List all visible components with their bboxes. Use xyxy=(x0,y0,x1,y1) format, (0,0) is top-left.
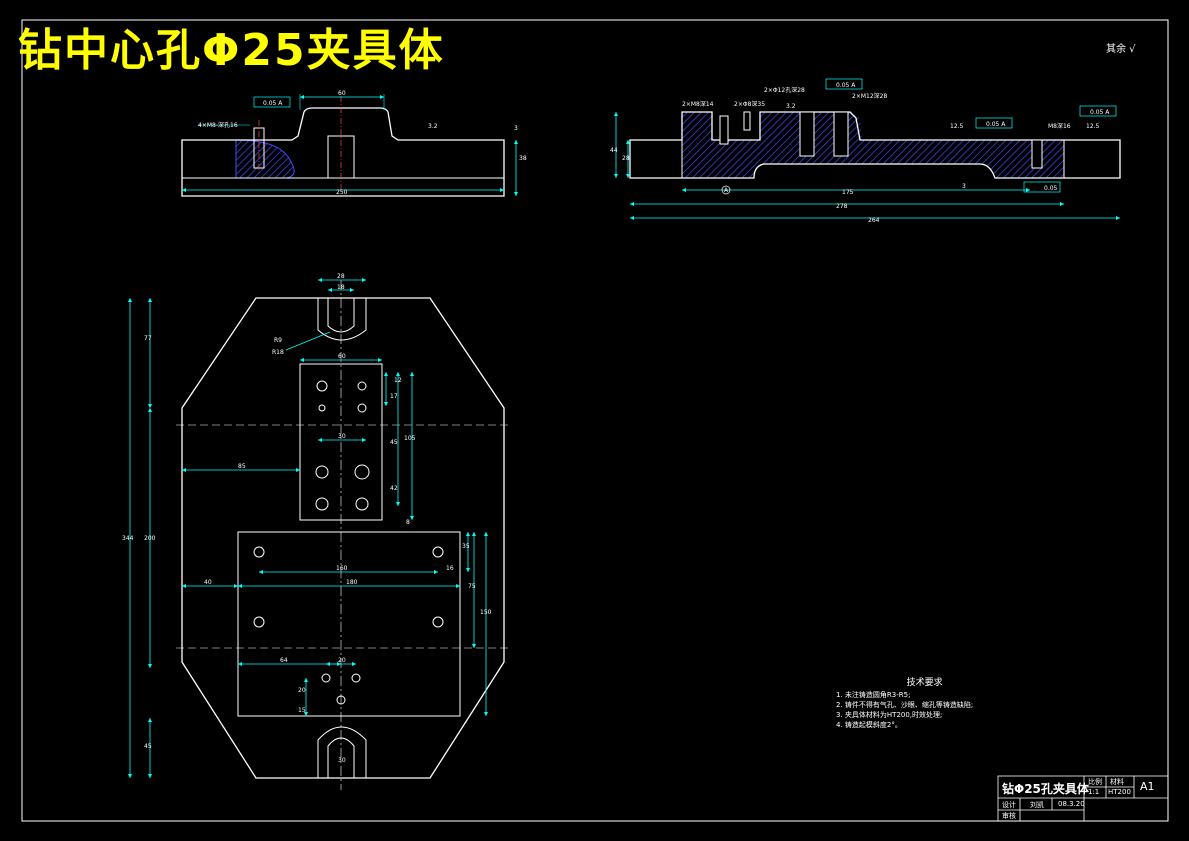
tb-sheet-size: A1 xyxy=(1140,780,1155,793)
side-flatness-2: 0.05 A xyxy=(986,121,1006,128)
plan-dim-8: 8 xyxy=(406,519,410,526)
plan-dim-77: 77 xyxy=(144,335,152,342)
side-roughness-1: 3.2 xyxy=(786,103,796,110)
side-flatness-3: 0.05 A xyxy=(1090,109,1110,116)
side-dim-278: 278 xyxy=(836,203,848,210)
tb-reviewer-label: 审核 xyxy=(1002,812,1016,820)
side-roughness-3: 12.5 xyxy=(1086,123,1100,130)
side-section-hatch xyxy=(682,112,1064,178)
tb-material-value: HT200 xyxy=(1108,788,1131,796)
plan-dim-30: 30 xyxy=(338,433,346,440)
side-holes-2: 2×Φ12孔深28 xyxy=(764,86,805,94)
side-dim-44: 44 xyxy=(610,147,618,154)
side-flatness-1: 0.05 A xyxy=(836,82,856,89)
plan-dim-60: 60 xyxy=(338,353,346,360)
upper-plate xyxy=(299,363,383,521)
plan-dim-42: 42 xyxy=(390,485,398,492)
drawing-title: 钻中心孔Φ25夹具体 xyxy=(18,25,445,76)
tb-designer-value: 刘凯 xyxy=(1030,801,1044,809)
plan-outline xyxy=(181,297,505,779)
plan-r9: R9 xyxy=(274,337,282,344)
top-slot xyxy=(317,298,367,341)
plan-dim-12: 12 xyxy=(394,377,402,384)
side-dim-28: 28 xyxy=(622,155,630,162)
front-dim-length: 250 xyxy=(336,189,348,196)
plan-dim-35: 35 xyxy=(462,543,470,550)
roughness-note: 其余 √ xyxy=(1106,44,1136,55)
side-holes-1: 2×M8深14 xyxy=(682,100,714,108)
side-thread: M8深16 xyxy=(1048,122,1071,130)
plan-dim-85: 85 xyxy=(238,463,246,470)
tech-heading: 技术要求 xyxy=(906,678,943,688)
tb-material-label: 材料 xyxy=(1110,778,1124,786)
tb-date: 08.3.20 xyxy=(1058,800,1085,808)
plan-dim-75: 75 xyxy=(468,583,476,590)
lower-plate xyxy=(237,531,461,717)
plan-r18: R18 xyxy=(272,349,284,356)
plan-dim-20: 20 xyxy=(338,657,346,664)
side-datum: A xyxy=(724,187,729,194)
plan-view xyxy=(128,278,510,790)
tech-item: 4. 铸造起模斜度2°。 xyxy=(836,721,902,729)
side-dim-264: 264 xyxy=(868,217,880,224)
side-flat-sym: 0.05 xyxy=(1044,185,1058,192)
tb-scale-value: 1:1 xyxy=(1088,788,1100,796)
side-depth: 3 xyxy=(962,183,966,190)
technical-requirements: 技术要求 1. 未注铸造圆角R3-R5; 2. 铸件不得有气孔、沙眼、缩孔等铸造… xyxy=(836,678,973,730)
bottom-slot xyxy=(317,726,367,778)
plan-dim-20b: 20 xyxy=(298,687,306,694)
side-view xyxy=(614,78,1121,220)
plan-dim-160: 160 xyxy=(336,565,348,572)
front-outline xyxy=(181,107,505,197)
side-outline xyxy=(629,111,1121,179)
tech-item: 3. 夹具体材料为HT200,时效处理; xyxy=(836,711,943,719)
plan-dim-105: 105 xyxy=(404,435,416,442)
plan-dim-344: 344 xyxy=(122,535,134,542)
front-dim-height: 38 xyxy=(519,155,527,162)
plan-dim-17: 17 xyxy=(390,393,398,400)
front-section-hatch xyxy=(235,139,295,179)
front-tapped-hole: 4×M8-深孔16 xyxy=(198,121,238,129)
plan-dim-200: 200 xyxy=(144,535,156,542)
plan-dim-40: 40 xyxy=(204,579,212,586)
front-roughness: 3.2 xyxy=(428,123,438,130)
side-dim-175: 175 xyxy=(842,189,854,196)
title-block xyxy=(997,775,1169,822)
plan-dim-45: 45 xyxy=(390,439,398,446)
plan-dim-16: 16 xyxy=(446,565,454,572)
side-roughness-2: 12.5 xyxy=(950,123,964,130)
plan-dim-slot-inner: 18 xyxy=(337,284,345,291)
tb-scale-label: 比例 xyxy=(1088,778,1102,786)
front-flatness: 0.05 A xyxy=(263,100,283,107)
front-dim-top: 60 xyxy=(338,90,346,97)
plan-dim-45b: 45 xyxy=(144,743,152,750)
plan-dim-slot-outer: 28 xyxy=(337,273,345,280)
plan-dim-180: 180 xyxy=(346,579,358,586)
side-holes-3: 2×M12深28 xyxy=(852,92,887,100)
drawing-frame xyxy=(21,19,1169,822)
front-dim-offset: 3 xyxy=(514,125,518,132)
plan-dim-slot-bottom: 30 xyxy=(338,757,346,764)
side-holes-4: 2×Φ8深35 xyxy=(734,100,765,108)
plan-dim-150: 150 xyxy=(480,609,492,616)
plan-dim-15: 15 xyxy=(298,707,306,714)
frame-corners xyxy=(1148,19,1169,40)
tech-item: 2. 铸件不得有气孔、沙眼、缩孔等铸造缺陷; xyxy=(836,701,974,709)
title-block-name: 钻Φ25孔夹具体 xyxy=(1002,782,1089,796)
plan-dim-64: 64 xyxy=(280,657,288,664)
front-view xyxy=(181,94,518,197)
tech-item: 1. 未注铸造圆角R3-R5; xyxy=(836,691,911,699)
tb-designer-label: 设计 xyxy=(1002,801,1016,809)
